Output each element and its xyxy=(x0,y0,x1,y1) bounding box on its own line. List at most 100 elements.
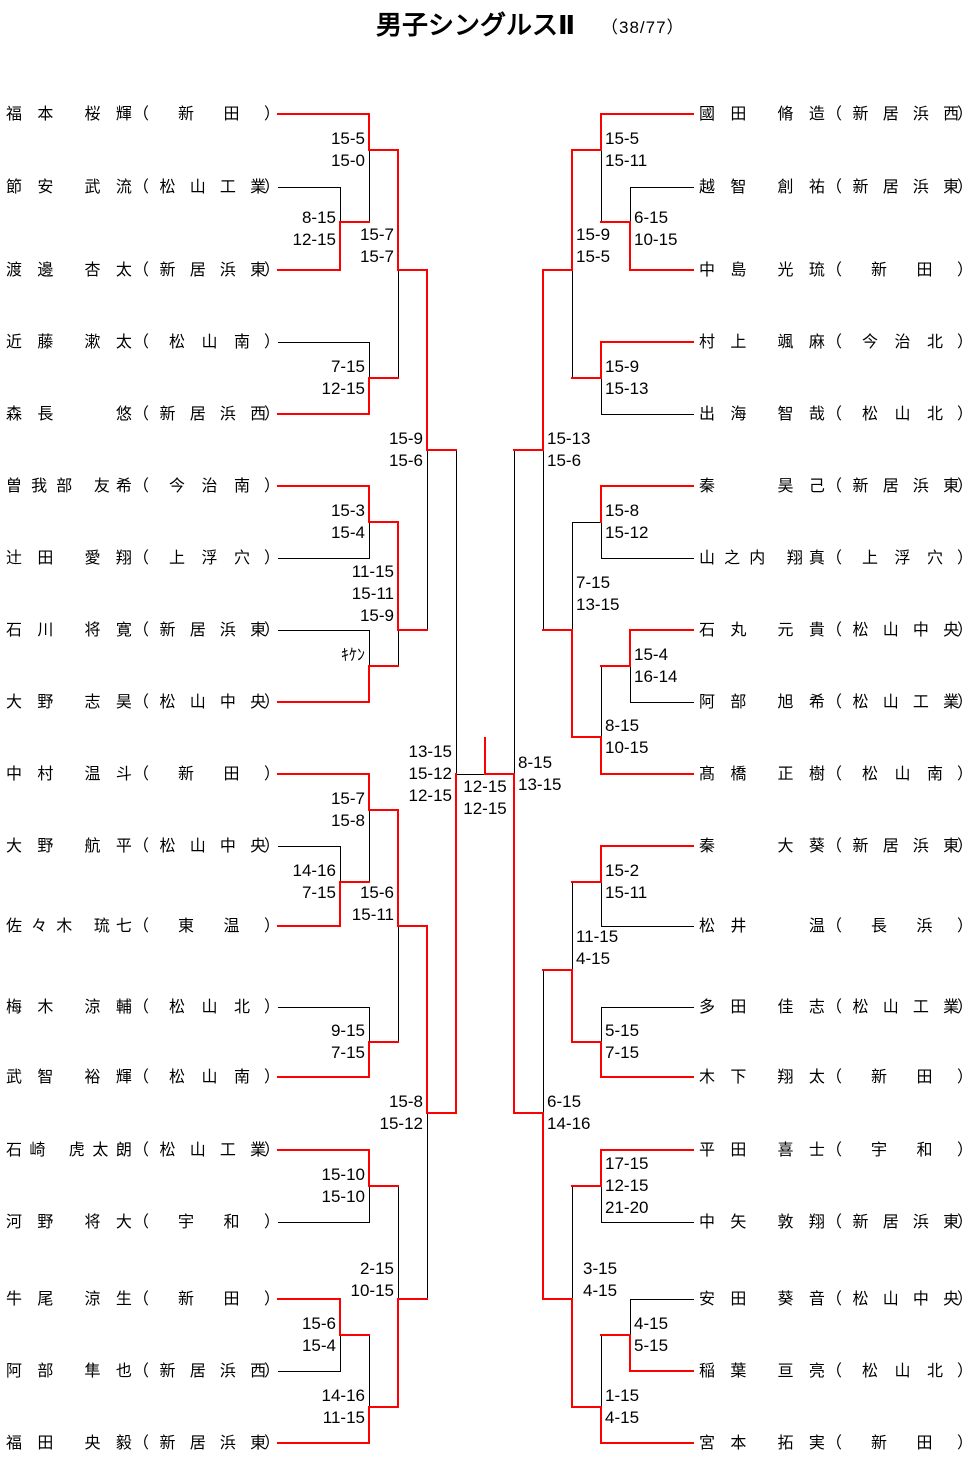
school-paren-close: ） xyxy=(264,1140,281,1159)
name-char: 新 xyxy=(871,1067,888,1086)
bracket-line xyxy=(278,630,370,631)
game-score: 15-11 xyxy=(605,151,648,170)
name-char: 輝 xyxy=(115,1067,132,1086)
name-char: 央 xyxy=(250,836,267,855)
game-score: 15-8 xyxy=(605,501,640,520)
game-score: 10-15 xyxy=(605,738,649,757)
winner-path-line xyxy=(339,221,370,223)
player-given-name: 大葵 xyxy=(778,835,826,857)
name-char: 工 xyxy=(219,1140,236,1159)
bracket-line xyxy=(398,1186,399,1300)
player-given-name: 武流 xyxy=(85,176,133,198)
name-char: 朗 xyxy=(115,1140,132,1159)
game-score: 15-9 xyxy=(605,357,640,376)
game-score: 15-4 xyxy=(634,645,669,664)
name-char: 士 xyxy=(808,1140,825,1159)
name-char: 部 xyxy=(730,692,747,711)
winner-path-line xyxy=(629,629,631,667)
player-family-name: 木下 xyxy=(699,1066,747,1088)
bracket-line xyxy=(601,1186,602,1223)
bracket-line xyxy=(456,774,486,775)
winner-path-line xyxy=(368,1149,370,1187)
bracket-line xyxy=(601,882,602,927)
game-score: 15-9 xyxy=(576,225,611,244)
name-char: 居 xyxy=(189,1433,206,1452)
name-char: 居 xyxy=(189,620,206,639)
winner-path-line xyxy=(600,1149,602,1187)
game-score: 11-15 xyxy=(322,1408,365,1427)
name-char: 太 xyxy=(115,332,132,351)
player-given-name: 翔太 xyxy=(778,1066,826,1088)
name-char: 東 xyxy=(250,1433,267,1452)
winner-path-line xyxy=(339,221,341,271)
winner-path-line xyxy=(368,665,399,667)
player-family-name: 辻田 xyxy=(6,547,54,569)
name-char: 旭 xyxy=(777,692,794,711)
name-char: 今 xyxy=(862,332,879,351)
name-char: 温 xyxy=(808,916,825,935)
withdrawal-note: ｷｹﾝ xyxy=(340,645,365,664)
player-given-name: 脩造 xyxy=(778,103,826,125)
name-char: 平 xyxy=(699,1140,716,1159)
name-char: 居 xyxy=(882,104,899,123)
player-school: 松山南 xyxy=(169,331,251,353)
winner-path-line xyxy=(629,221,631,271)
winner-path-line xyxy=(600,665,631,667)
bracket-line xyxy=(278,1371,341,1372)
name-char: 松 xyxy=(159,177,176,196)
bracket-line xyxy=(278,1222,370,1223)
school-paren-close: ） xyxy=(957,1288,971,1310)
bracket-line xyxy=(398,630,399,667)
name-char: 梅 xyxy=(6,997,23,1016)
name-char: 穴 xyxy=(927,548,944,567)
school-paren-open: （ xyxy=(133,1212,150,1231)
name-char: 志 xyxy=(808,997,825,1016)
name-char: 工 xyxy=(912,997,929,1016)
bracket-line xyxy=(601,150,602,223)
school-paren-open: （ xyxy=(133,836,150,855)
name-char: 己 xyxy=(808,476,825,495)
game-score: 15-6 xyxy=(388,451,423,470)
winner-path-line xyxy=(542,269,573,271)
name-char: 稲 xyxy=(699,1361,716,1380)
game-score: 5-15 xyxy=(634,1336,669,1355)
name-char: 浜 xyxy=(912,177,929,196)
name-char: 松 xyxy=(862,1361,879,1380)
name-char: 輔 xyxy=(115,997,132,1016)
name-char: 之 xyxy=(724,548,741,567)
name-char: 西 xyxy=(943,104,960,123)
name-char: 々 xyxy=(31,916,48,935)
player-family-name: 中島 xyxy=(699,259,747,281)
bracket-line xyxy=(514,450,515,775)
player-given-name: 温斗 xyxy=(85,763,133,785)
school-paren-close: ） xyxy=(957,996,971,1018)
bracket-line xyxy=(369,810,370,883)
winner-path-line xyxy=(277,113,370,115)
game-score: 2-15 xyxy=(359,1258,394,1278)
name-char: 田 xyxy=(916,1067,933,1086)
name-char: 琉 xyxy=(93,916,110,935)
name-char: 中 xyxy=(219,692,236,711)
player-entry: 福本桜輝（新田） xyxy=(0,103,280,125)
game-score: 15-5 xyxy=(330,129,365,148)
winner-path-line xyxy=(277,773,370,775)
entry-count: （38/77） xyxy=(601,18,685,37)
name-char: 漱 xyxy=(84,332,101,351)
school-paren-close: ） xyxy=(264,1289,281,1308)
player-family-name: 曽我部 xyxy=(6,475,73,497)
name-char: 田 xyxy=(730,1289,747,1308)
game-score: 15-7 xyxy=(359,225,394,244)
name-char: 山 xyxy=(882,692,899,711)
name-char: 秦 xyxy=(699,836,716,855)
school-paren-open: （ xyxy=(133,1361,150,1380)
winner-path-line xyxy=(368,521,399,523)
winner-path-line xyxy=(426,269,428,451)
